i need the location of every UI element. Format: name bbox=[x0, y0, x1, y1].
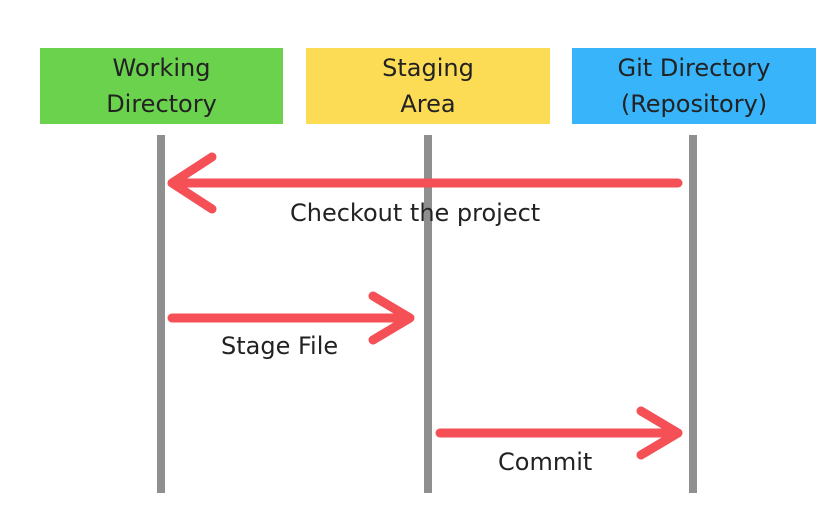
staging-area-lifeline bbox=[424, 135, 432, 493]
git-directory-label-line1: Git Directory bbox=[617, 54, 771, 82]
stage-file-label: Stage File bbox=[221, 332, 339, 360]
git-directory-label-line2: (Repository) bbox=[620, 90, 768, 118]
commit-arrow bbox=[435, 406, 683, 460]
working-directory-lifeline bbox=[157, 135, 165, 493]
git-directory-box: Git Directory (Repository) bbox=[572, 48, 816, 124]
checkout-arrow bbox=[167, 152, 683, 214]
stage-file-arrow bbox=[167, 291, 415, 345]
staging-area-label-line2: Area bbox=[400, 90, 456, 118]
staging-area-box: Staging Area bbox=[306, 48, 550, 124]
staging-area-label-line1: Staging bbox=[382, 54, 474, 82]
working-directory-box: Working Directory bbox=[40, 48, 283, 124]
working-directory-label-line1: Working bbox=[112, 54, 211, 82]
working-directory-label-line2: Directory bbox=[106, 90, 217, 118]
git-directory-lifeline bbox=[689, 135, 697, 493]
commit-label: Commit bbox=[498, 448, 593, 476]
checkout-label: Checkout the project bbox=[290, 199, 541, 227]
